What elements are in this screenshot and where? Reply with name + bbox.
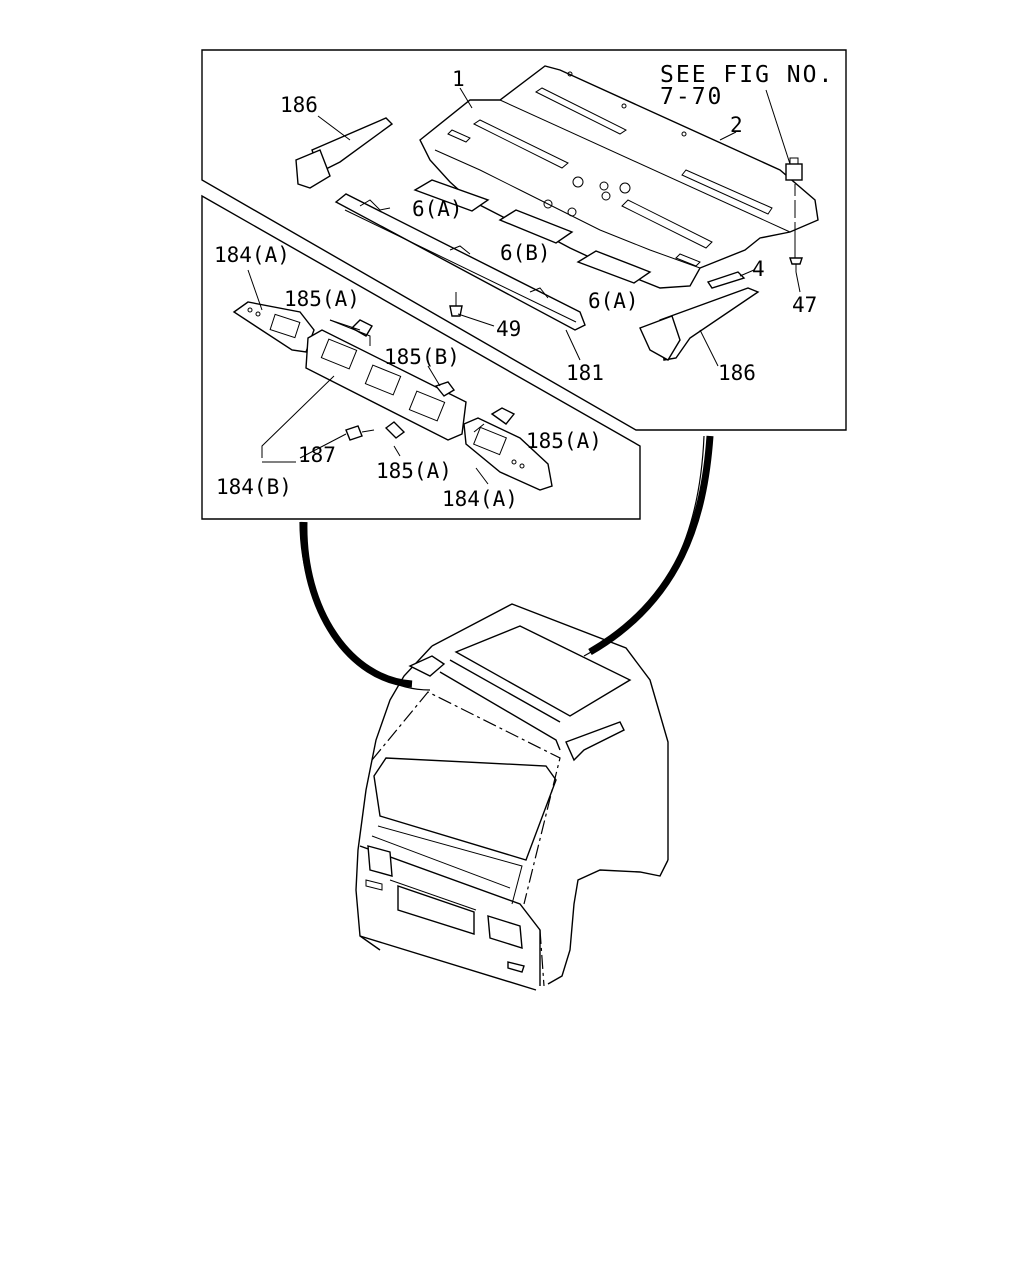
connector-curve-left (300, 521, 413, 688)
callout-185b: 185(B) (384, 345, 460, 369)
callout-1: 1 (452, 67, 465, 91)
reference-note: SEE FIG NO. 7-70 (660, 62, 834, 110)
roof-lining-panel (419, 65, 819, 289)
callout-6b: 6(B) (500, 241, 551, 265)
pad-6b (498, 209, 574, 244)
upper-detail-frame (201, 49, 847, 431)
pillar-trim-lower-right (639, 287, 760, 361)
bulb-185a-right (490, 407, 516, 425)
callout-6a-top: 6(A) (412, 197, 463, 221)
pillar-trim-upper-left (295, 117, 394, 189)
callout-4: 4 (752, 257, 765, 281)
connector-curve-left-thin (299, 521, 431, 691)
truck-cab (355, 603, 669, 991)
callout-labels: 1 2 4 47 49 181 186 186 6(A) 6(B) 6(A) 1… (214, 67, 817, 511)
bulb-185a-bottom (384, 421, 406, 439)
callout-181: 181 (566, 361, 604, 385)
connector-curve-right-thin (583, 435, 705, 657)
callout-185a-bottom: 185(A) (376, 459, 452, 483)
clip-part-2 (785, 157, 803, 181)
callout-187: 187 (298, 443, 336, 467)
lamp-housing-184b-center (305, 329, 467, 441)
lamp-housing-184a-left (232, 301, 315, 353)
callout-186-bottom: 186 (718, 361, 756, 385)
callout-47: 47 (792, 293, 817, 317)
bulb-185a-top (350, 319, 373, 337)
leader-lines (247, 87, 801, 485)
callout-184b: 184(B) (216, 475, 292, 499)
lamp-housing-184a-right (463, 417, 553, 491)
callout-2: 2 (730, 113, 743, 137)
screw-part-49 (449, 292, 463, 317)
bulb-185b (434, 381, 456, 397)
pad-part-4 (706, 271, 746, 289)
callout-6a-bottom: 6(A) (588, 289, 639, 313)
front-trim-rail (334, 193, 586, 331)
callout-186-top: 186 (280, 93, 318, 117)
lower-detail-frame (201, 194, 641, 520)
reference-note-line2: 7-70 (660, 84, 723, 110)
screw-part-187 (345, 425, 375, 441)
screw-part-47 (789, 257, 803, 272)
callout-185a-top: 185(A) (284, 287, 360, 311)
pad-6a-bottom (576, 250, 652, 284)
pad-6a-top (413, 179, 490, 212)
reference-note-line1: SEE FIG NO. (660, 62, 834, 88)
callout-184a-right: 184(A) (442, 487, 518, 511)
callout-49: 49 (496, 317, 521, 341)
callout-184a-left: 184(A) (214, 243, 290, 267)
connector-curve-right (588, 435, 714, 656)
callout-185a-right: 185(A) (526, 429, 602, 453)
